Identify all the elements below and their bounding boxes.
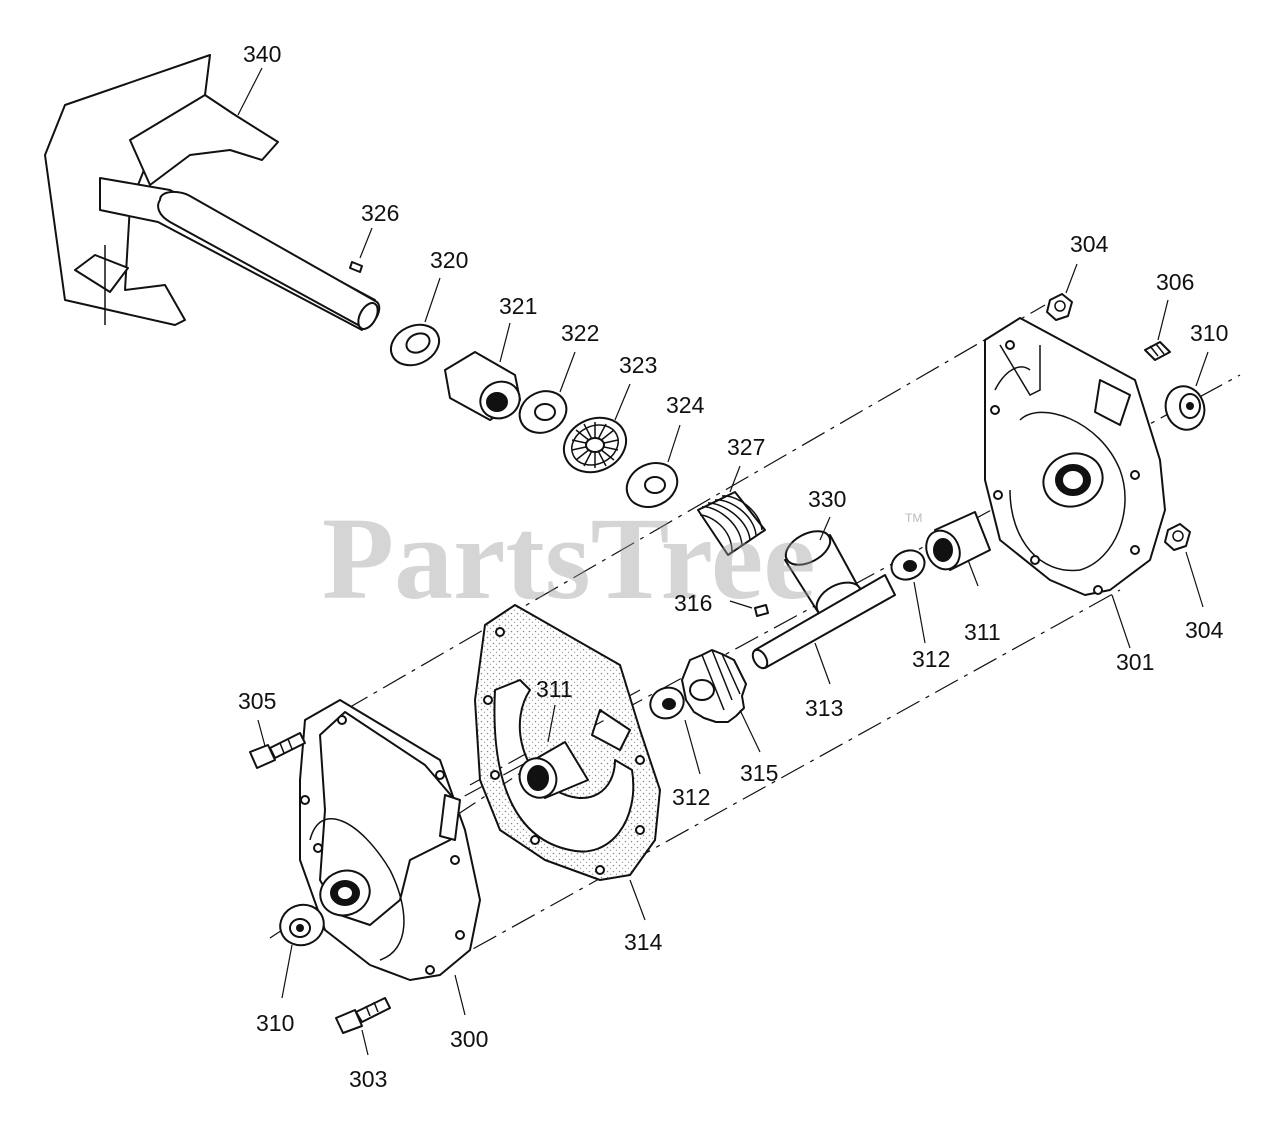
part-label: 306 <box>1156 269 1194 295</box>
part-label: 327 <box>727 434 765 460</box>
washer-320 <box>389 323 441 367</box>
part-label: 311 <box>964 619 1001 645</box>
part-label: 301 <box>1116 649 1154 675</box>
part-label: 311 <box>536 676 573 702</box>
bearing-310-right <box>1164 385 1206 431</box>
part-label: 305 <box>238 688 276 714</box>
key-316 <box>754 604 769 617</box>
part-labels: 340 326 320 321 322 323 324 327 330 316 … <box>238 41 1228 1092</box>
shaft-313 <box>751 574 896 670</box>
nut-304-top <box>1046 293 1073 321</box>
bushing-311-right <box>925 511 991 571</box>
part-label: 312 <box>672 784 710 810</box>
bolt-305 <box>249 732 306 769</box>
part-label: 322 <box>561 320 599 346</box>
part-label: 310 <box>1190 320 1228 346</box>
part-label: 314 <box>624 929 663 955</box>
worm-gear-327 <box>697 491 766 556</box>
watermark-text: PartsTree <box>322 493 816 624</box>
part-label: 304 <box>1070 231 1109 257</box>
gasket-314 <box>474 604 661 881</box>
washer-322 <box>518 390 568 434</box>
part-label: 316 <box>674 590 712 616</box>
gear-housing-300 <box>299 699 481 981</box>
bushing-311-left <box>518 741 589 799</box>
impeller-assembly <box>44 54 381 331</box>
washer-312-right <box>890 549 926 581</box>
leader-lines <box>237 67 1209 1056</box>
gear-housing-301 <box>984 317 1166 596</box>
key-326 <box>349 261 363 273</box>
part-label: 303 <box>349 1066 387 1092</box>
set-screw-306 <box>1144 341 1171 361</box>
bearing-321 <box>444 351 521 421</box>
part-label: 326 <box>361 200 399 226</box>
part-label: 310 <box>256 1010 294 1036</box>
watermark: PartsTree TM <box>322 493 922 624</box>
part-label: 330 <box>808 486 846 512</box>
bolt-303 <box>335 997 391 1034</box>
part-label: 320 <box>430 247 468 273</box>
part-label: 312 <box>912 646 950 672</box>
part-label: 300 <box>450 1026 488 1052</box>
thrust-bearing-323 <box>562 416 628 474</box>
washer-312-left <box>649 686 685 720</box>
part-label: 340 <box>243 41 281 67</box>
washer-324 <box>625 462 679 508</box>
part-label: 304 <box>1185 617 1224 643</box>
watermark-trademark: TM <box>905 511 922 525</box>
part-label: 313 <box>805 695 843 721</box>
part-label: 321 <box>499 293 537 319</box>
part-label: 323 <box>619 352 657 378</box>
part-label: 315 <box>740 760 778 786</box>
bearing-310-left <box>279 903 325 947</box>
gear-315 <box>681 649 747 723</box>
nut-304-bottom <box>1164 523 1191 551</box>
part-label: 324 <box>666 392 705 418</box>
